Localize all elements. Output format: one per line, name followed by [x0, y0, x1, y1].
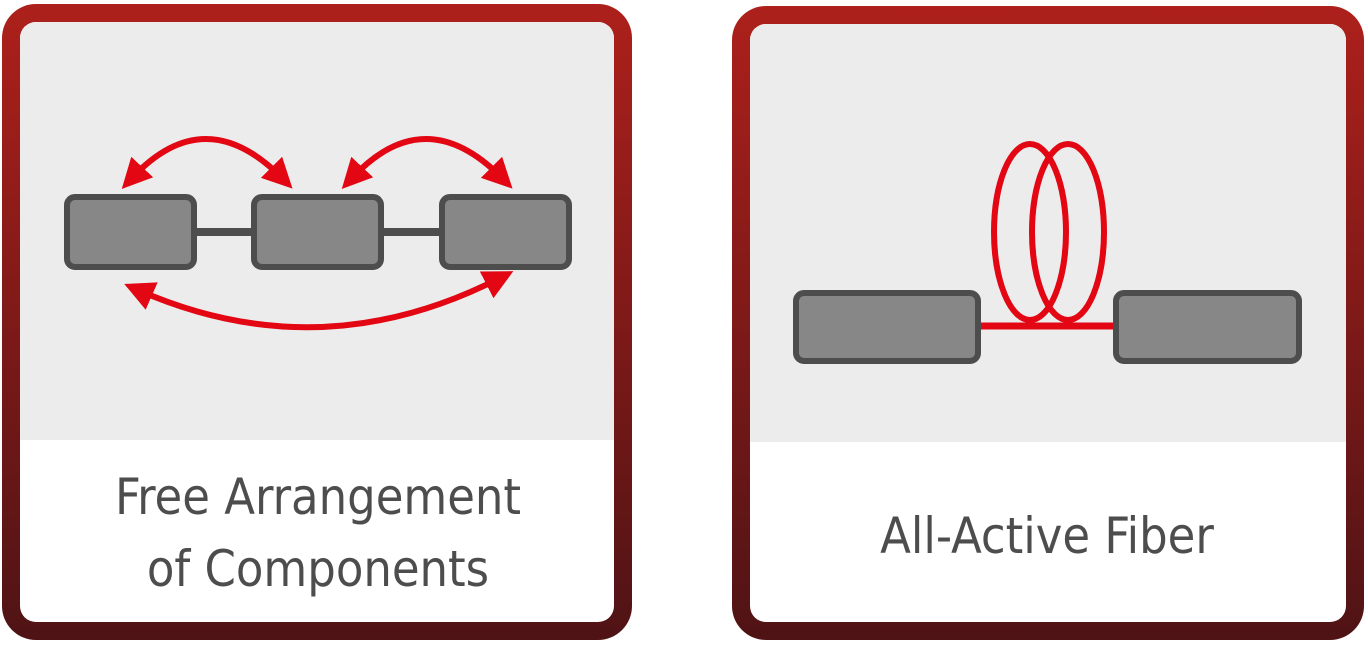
card-title-line1: Free Arrangement — [115, 468, 521, 526]
card-all-active-fiber: All-Active Fiber — [732, 6, 1364, 640]
swap-arrow — [124, 271, 514, 331]
component-box — [1113, 290, 1302, 364]
component-box — [439, 194, 572, 270]
fiber-loop — [991, 141, 1069, 323]
card-free-arrangement: Free Arrangement of Components — [2, 4, 632, 640]
component-box — [251, 194, 384, 270]
fiber-coil-icon — [793, 141, 1302, 364]
swap-arrow — [341, 136, 513, 189]
illustration-panel — [750, 24, 1346, 442]
swap-arrow — [121, 136, 293, 189]
rearrange-components-icon — [64, 136, 572, 331]
fiber-loop — [1029, 141, 1107, 323]
component-box — [64, 194, 197, 270]
card-title: All-Active Fiber — [880, 507, 1214, 565]
card-title-line2: of Components — [147, 540, 489, 598]
component-box — [793, 290, 981, 364]
